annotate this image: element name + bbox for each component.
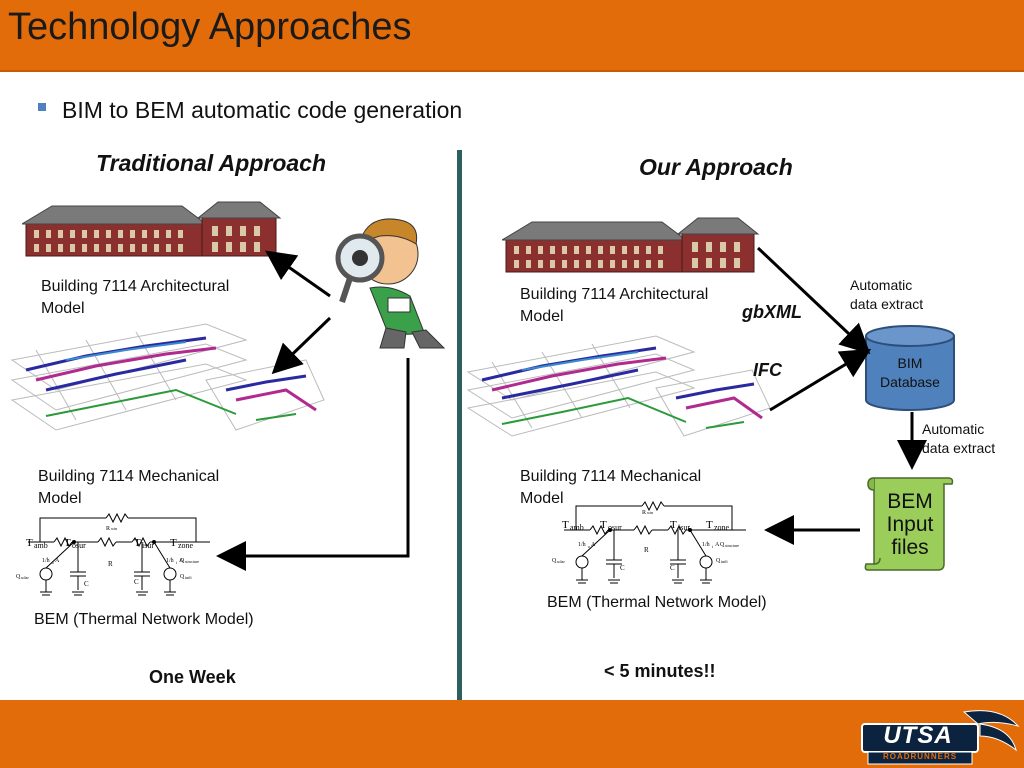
right-mechanical-label: Building 7114 Mechanical Model <box>520 468 702 507</box>
bem-input-files-label: BEM Input files <box>886 490 934 559</box>
svg-text:C: C <box>670 564 675 572</box>
svg-text:structure: structure <box>725 543 739 548</box>
svg-text:T: T <box>562 519 569 531</box>
architectural-model-image <box>22 201 282 257</box>
right-architectural-model-image <box>502 217 760 273</box>
our-approach-heading: Our Approach <box>639 154 793 180</box>
right-architectural-label: Building 7114 Architectural Model <box>520 286 709 325</box>
svg-text:Q: Q <box>552 558 557 564</box>
svg-text:A: A <box>55 558 60 564</box>
right-thermal-network: T amb T osur T isur T zone R win R C C 1… <box>552 500 746 584</box>
left-bem-label: BEM (Thermal Network Model) <box>34 611 254 628</box>
left-duration: One Week <box>149 667 236 687</box>
svg-text:i: i <box>176 560 178 565</box>
svg-text:T: T <box>134 537 141 549</box>
svg-text:win: win <box>111 526 117 531</box>
svg-text:1/h: 1/h <box>702 542 710 548</box>
footer-bar <box>0 700 1024 768</box>
svg-text:1/h: 1/h <box>166 558 174 564</box>
utsa-logo-tagline: ROADRUNNERS <box>882 752 958 761</box>
svg-text:solar: solar <box>21 575 29 580</box>
ifc-format-label: IFC <box>753 360 782 380</box>
svg-text:R: R <box>108 560 113 568</box>
svg-text:zone: zone <box>178 541 194 550</box>
svg-text:osur: osur <box>608 523 622 532</box>
svg-text:Q: Q <box>716 558 721 564</box>
slide-title: Technology Approaches <box>8 6 412 48</box>
bullet-text: BIM to BEM automatic code generation <box>62 97 463 123</box>
bim-database-icon <box>865 325 955 411</box>
svg-text:1/h: 1/h <box>42 558 50 564</box>
traditional-heading: Traditional Approach <box>96 150 327 176</box>
left-architectural-label: Building 7114 Architectural Model <box>41 278 230 317</box>
svg-text:win: win <box>647 510 653 515</box>
svg-text:T: T <box>26 537 33 549</box>
svg-text:1/h: 1/h <box>578 542 586 548</box>
automatic-extract-bottom-label: Automatic data extract <box>922 421 996 456</box>
bim-database-label: BIM Database <box>880 355 940 390</box>
svg-text:A: A <box>715 542 720 548</box>
svg-text:R: R <box>106 526 110 532</box>
bullet-marker <box>38 103 46 111</box>
svg-text:o: o <box>52 560 54 565</box>
left-mechanical-label: Building 7114 Mechanical Model <box>38 468 220 507</box>
header-bar <box>0 0 1024 72</box>
svg-text:T: T <box>170 537 177 549</box>
svg-text:Q: Q <box>720 542 725 548</box>
svg-text:intfi: intfi <box>721 559 729 564</box>
svg-text:T: T <box>600 519 607 531</box>
svg-text:zone: zone <box>714 523 730 532</box>
svg-text:C: C <box>84 580 89 588</box>
left-thermal-network: T amb T osur T isur T zone R win R C C 1… <box>16 512 210 596</box>
svg-text:intfi: intfi <box>185 575 193 580</box>
center-divider <box>457 150 462 700</box>
svg-text:Q: Q <box>180 574 185 580</box>
right-mechanical-model-image <box>466 335 771 437</box>
inspector-cartoon <box>335 218 446 349</box>
svg-text:structure: structure <box>185 559 199 564</box>
right-bem-label: BEM (Thermal Network Model) <box>547 594 767 611</box>
svg-text:T: T <box>670 519 677 531</box>
utsa-roadrunners-logo <box>861 710 1020 765</box>
svg-text:A: A <box>591 542 596 548</box>
svg-text:amb: amb <box>34 541 48 550</box>
svg-text:A: A <box>179 558 184 564</box>
automatic-extract-top-label: Automatic data extract <box>850 277 924 312</box>
svg-text:isur: isur <box>142 541 154 550</box>
svg-text:R: R <box>642 510 646 516</box>
svg-text:solar: solar <box>557 559 565 564</box>
svg-text:o: o <box>588 544 590 549</box>
svg-text:i: i <box>712 544 714 549</box>
right-duration: < 5 minutes!! <box>604 661 716 681</box>
svg-text:C: C <box>620 564 625 572</box>
svg-text:C: C <box>134 578 139 586</box>
svg-text:T: T <box>706 519 713 531</box>
svg-text:osur: osur <box>72 541 86 550</box>
svg-text:Q: Q <box>180 558 185 564</box>
svg-text:isur: isur <box>678 523 690 532</box>
utsa-logo-text: UTSA <box>883 722 953 749</box>
svg-text:T: T <box>64 537 71 549</box>
svg-text:amb: amb <box>570 523 584 532</box>
bem-input-files-scroll-icon <box>864 477 954 571</box>
svg-text:Q: Q <box>16 574 21 580</box>
gbxml-format-label: gbXML <box>742 302 802 322</box>
svg-text:R: R <box>644 546 649 554</box>
